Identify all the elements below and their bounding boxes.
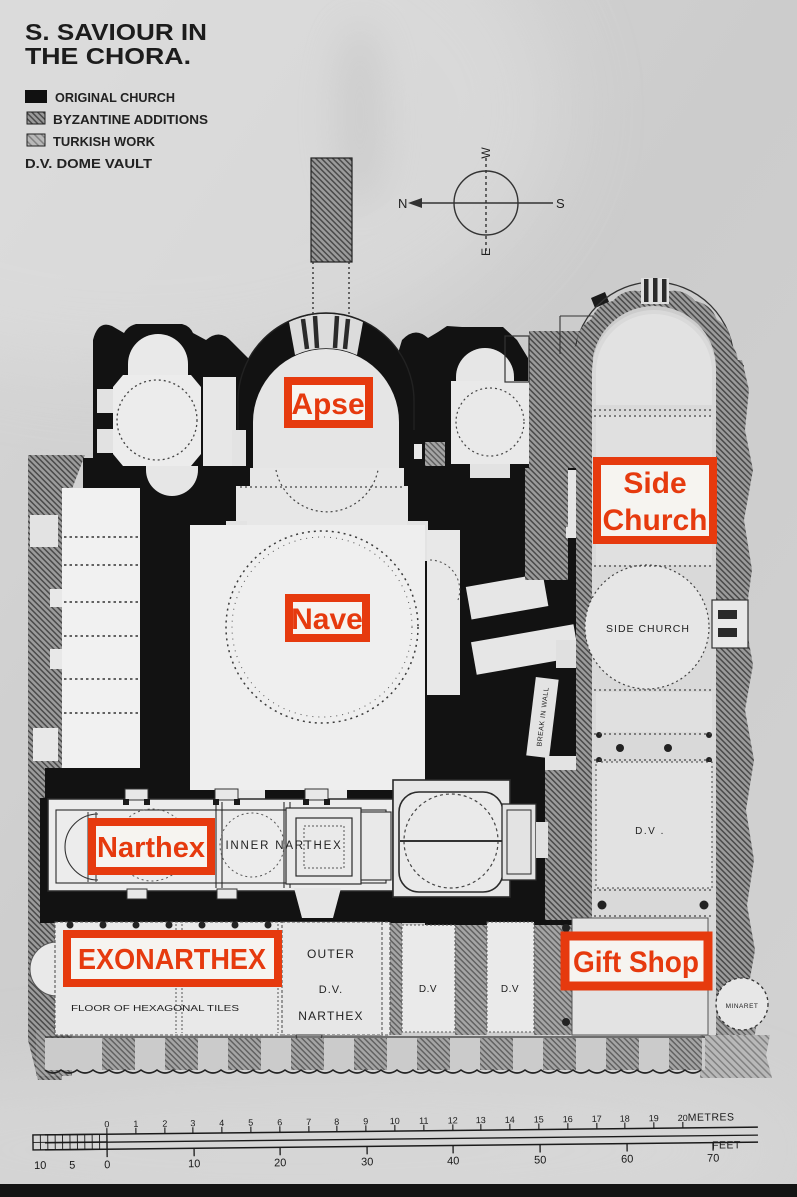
svg-text:60: 60: [621, 1153, 633, 1165]
svg-text:ORIGINAL CHURCH: ORIGINAL CHURCH: [55, 91, 175, 105]
svg-text:13: 13: [476, 1115, 486, 1125]
svg-text:D.V. DOME VAULT: D.V. DOME VAULT: [25, 157, 152, 171]
svg-text:FEET: FEET: [712, 1139, 741, 1151]
svg-text:D.V .: D.V .: [635, 826, 665, 837]
svg-text:EXONARTHEX: EXONARTHEX: [78, 944, 267, 976]
svg-text:12: 12: [448, 1115, 458, 1125]
svg-text:50: 50: [534, 1154, 546, 1166]
svg-text:19: 19: [649, 1113, 659, 1123]
svg-text:D.V.: D.V.: [319, 984, 343, 996]
svg-text:20: 20: [274, 1157, 286, 1169]
svg-text:17: 17: [592, 1114, 602, 1124]
svg-text:Side: Side: [623, 467, 686, 500]
svg-text:METRES: METRES: [688, 1111, 735, 1124]
svg-text:Apse: Apse: [291, 388, 364, 421]
svg-text:TURKISH WORK: TURKISH WORK: [53, 135, 155, 149]
svg-text:20: 20: [678, 1113, 688, 1123]
svg-text:W: W: [479, 147, 493, 159]
svg-text:10: 10: [390, 1116, 400, 1126]
svg-text:2: 2: [162, 1119, 167, 1129]
svg-text:5: 5: [248, 1118, 253, 1128]
svg-text:0: 0: [104, 1119, 109, 1129]
svg-text:14: 14: [505, 1115, 515, 1125]
svg-text:FLOOR OF HEXAGONAL TILES: FLOOR OF HEXAGONAL TILES: [71, 1003, 239, 1013]
svg-text:E: E: [479, 248, 493, 256]
svg-text:NARTHEX: NARTHEX: [298, 1009, 364, 1023]
svg-text:30: 30: [361, 1156, 373, 1168]
svg-text:16: 16: [563, 1114, 573, 1124]
svg-text:OUTER: OUTER: [307, 947, 355, 961]
svg-text:N: N: [398, 196, 407, 211]
svg-text:10: 10: [188, 1158, 200, 1170]
svg-text:1: 1: [133, 1119, 138, 1129]
svg-text:S. SAVIOUR IN: S. SAVIOUR IN: [25, 19, 207, 45]
svg-text:9: 9: [363, 1116, 368, 1126]
svg-text:S: S: [556, 196, 565, 211]
svg-text:40: 40: [447, 1155, 459, 1167]
svg-text:MINARET: MINARET: [726, 1003, 759, 1010]
svg-text:15: 15: [534, 1114, 544, 1124]
svg-text:Nave: Nave: [291, 603, 363, 636]
svg-text:70: 70: [707, 1153, 719, 1165]
svg-text:0: 0: [104, 1159, 110, 1171]
svg-text:5: 5: [69, 1160, 75, 1172]
svg-text:INNER NARTHEX: INNER NARTHEX: [225, 840, 342, 852]
svg-text:THE CHORA.: THE CHORA.: [25, 43, 191, 69]
svg-text:8: 8: [334, 1117, 339, 1127]
svg-text:3: 3: [190, 1118, 195, 1128]
svg-text:18: 18: [620, 1114, 630, 1124]
svg-text:D.V: D.V: [419, 984, 437, 995]
svg-text:7: 7: [306, 1117, 311, 1127]
svg-text:Gift Shop: Gift Shop: [573, 946, 699, 979]
svg-text:Narthex: Narthex: [97, 832, 205, 864]
svg-text:4: 4: [219, 1118, 224, 1128]
svg-text:Church: Church: [603, 504, 708, 537]
svg-text:6: 6: [277, 1117, 282, 1127]
svg-text:SIDE CHURCH: SIDE CHURCH: [606, 623, 690, 635]
svg-text:10: 10: [34, 1160, 46, 1172]
svg-text:BYZANTINE ADDITIONS: BYZANTINE ADDITIONS: [53, 113, 208, 127]
svg-text:11: 11: [419, 1116, 428, 1126]
svg-text:D.V: D.V: [501, 984, 519, 995]
